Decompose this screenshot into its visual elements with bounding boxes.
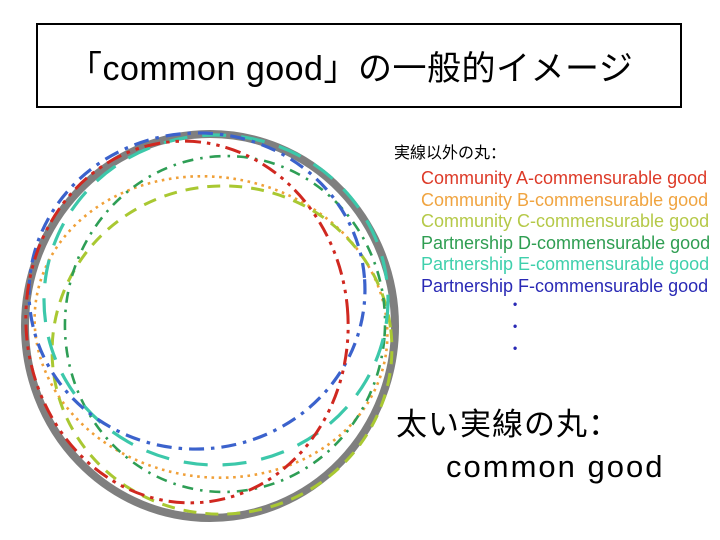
circle-community-c-commensurable-good [50, 184, 394, 516]
slide-title-box: 「common good」の一般的イメージ [36, 23, 682, 108]
legend-item-partnership-f: Partnership F-commensurable good [421, 275, 709, 296]
circle-community-b-commensurable-good [33, 174, 389, 480]
legend-item-partnership-d: Partnership D-commensurable good [421, 232, 711, 253]
circle-partnership-d-commensurable-good [63, 154, 387, 494]
caption-line1: 太い実線の丸： [396, 407, 620, 442]
legend-item-community-a: Community A-commensurable good [421, 168, 708, 188]
circle-common-good [21, 130, 399, 522]
slide-title: 「common good」の一般的イメージ [68, 50, 634, 88]
legend: 実線以外の丸： Community A-commensurable good C… [394, 139, 710, 297]
legend-item-community-b: Community B-commensurable good [421, 189, 709, 210]
caption-line2: common good [446, 449, 665, 484]
legend-item-community-c: Community C-commensurable good [421, 211, 710, 231]
legend-item-partnership-e: Partnership E-commensurable good [421, 254, 710, 274]
circle-partnership-e-commensurable-good [42, 133, 390, 467]
caption: 太い実線の丸： common good [396, 404, 664, 488]
legend-heading: 実線以外の丸： [394, 145, 507, 162]
circle-partnership-f-commensurable-good [27, 131, 367, 451]
circle-community-a-commensurable-good [24, 139, 350, 505]
legend-ellipsis-dots: • • • [513, 297, 518, 355]
